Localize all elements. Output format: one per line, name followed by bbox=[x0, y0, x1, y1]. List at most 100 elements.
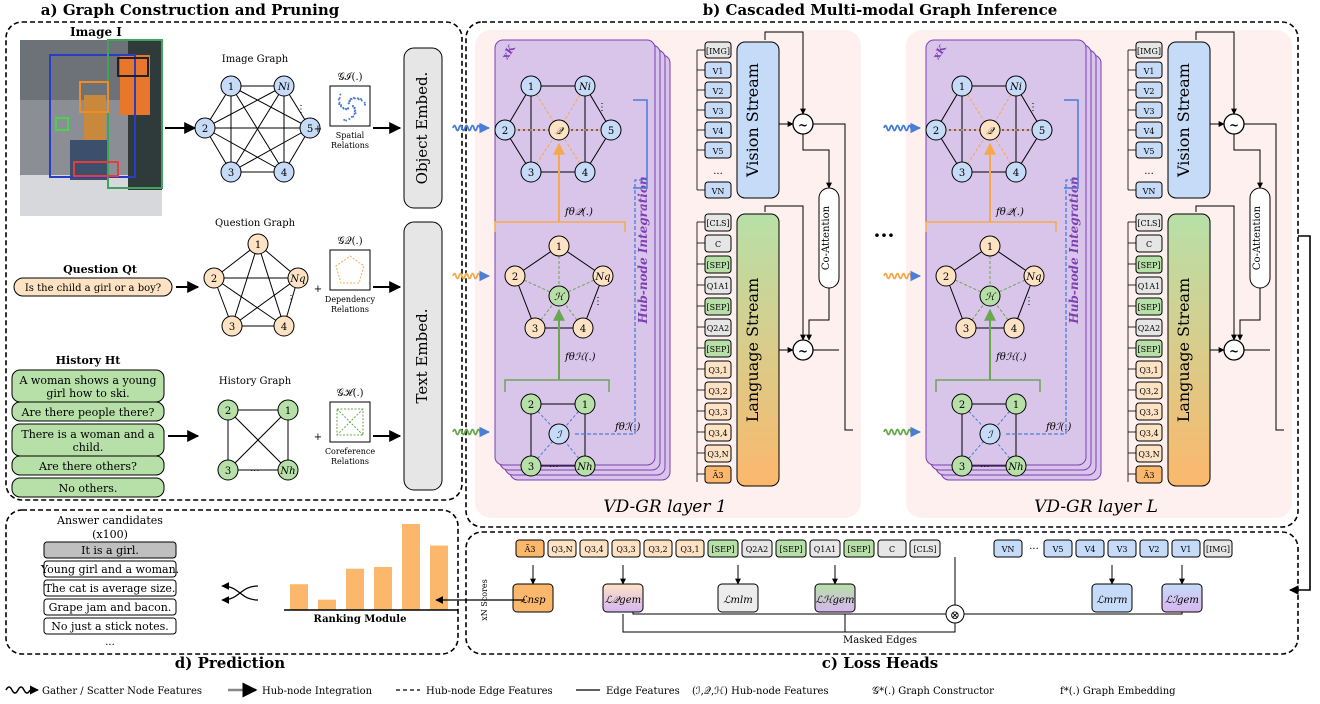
masked-edge-line bbox=[844, 614, 955, 633]
layer-L-coattention-label: Co-Attention bbox=[1252, 205, 1263, 270]
loss-token-box bbox=[775, 539, 807, 558]
loss-token-box bbox=[809, 539, 841, 558]
coattn-arrow bbox=[1233, 134, 1263, 189]
spatial-dot bbox=[353, 97, 356, 100]
answer-text: Grape jam and bacon. bbox=[49, 601, 172, 614]
history-item-box bbox=[11, 455, 165, 476]
layer-1-img-node-1-circle bbox=[574, 75, 596, 97]
loss-token-box bbox=[515, 539, 545, 558]
history-item-text: A woman shows a young bbox=[18, 374, 156, 387]
layer-1-language-token: Q3,2 bbox=[708, 387, 727, 396]
layer-L-h-dots: ··· bbox=[980, 462, 990, 473]
layer-L-language-token-box bbox=[1135, 255, 1163, 274]
layer-L-q-node-3-circle bbox=[955, 317, 977, 339]
layer-1-f-q: fθ𝒬(.) bbox=[564, 207, 593, 218]
layer-L-q-dots: ⋮ bbox=[1024, 296, 1034, 307]
layer-L-vision-stream-label: Vision Stream bbox=[1174, 63, 1193, 178]
layer-L-language-token-box bbox=[1135, 318, 1163, 337]
ranking-bar bbox=[374, 567, 392, 610]
layer-1-h-dots: ··· bbox=[549, 462, 559, 473]
answer-box bbox=[43, 598, 177, 616]
layer-1-vision-token-dots: ... bbox=[713, 166, 723, 177]
layer-L-language-token: [SEP] bbox=[1138, 261, 1161, 270]
layer-L-language-token-box bbox=[1135, 381, 1163, 400]
edge-line bbox=[204, 85, 285, 129]
layer-1-language-token: Q3,4 bbox=[708, 429, 727, 438]
history-node-1-label: 1 bbox=[285, 406, 291, 417]
layer-1-h-node-2-circle bbox=[520, 455, 542, 477]
layer-L-f-q: fθ𝒬(.) bbox=[995, 207, 1024, 218]
loss-vision-token-box bbox=[1075, 539, 1105, 558]
spatial-dot bbox=[347, 102, 350, 105]
spatial-dot bbox=[339, 93, 342, 96]
layer-1-language-token: Q3,N bbox=[707, 450, 728, 459]
layer-L-language-token: C bbox=[1146, 240, 1152, 249]
layer-L-img-node-2-circle bbox=[925, 119, 947, 141]
answers-more: ··· bbox=[105, 640, 115, 651]
loss-vision-token-box bbox=[1043, 539, 1073, 558]
ranking-bar bbox=[318, 599, 336, 610]
image-node-4-label: 3 bbox=[228, 168, 234, 179]
layer-L-language-token: Q3,2 bbox=[1139, 387, 1158, 396]
layer-L-q-bracket bbox=[925, 221, 1057, 232]
layer-1-h-node-3-circle bbox=[574, 455, 596, 477]
spatial-dot bbox=[337, 98, 340, 101]
image-node-3-label: 5 bbox=[307, 124, 313, 135]
history-label: History Ht bbox=[56, 354, 122, 367]
layer-1-q-bracket bbox=[494, 221, 626, 232]
masked-edge-line bbox=[622, 614, 956, 633]
spatial-dot bbox=[363, 101, 366, 104]
object-embed-box bbox=[403, 47, 443, 209]
panel-c-frame bbox=[465, 531, 1299, 655]
loss-token-box bbox=[843, 539, 875, 558]
loss-token: [SEP] bbox=[712, 545, 735, 554]
layer-1-language-token: Q1A1 bbox=[707, 282, 730, 291]
layer-1-language-token-box bbox=[704, 423, 732, 442]
loss-vision-dots: ··· bbox=[1029, 544, 1039, 555]
image-node-2-circle bbox=[194, 117, 216, 139]
history-node-2-circle bbox=[217, 459, 239, 481]
layer-1-h-node-2-label: 3 bbox=[528, 462, 534, 473]
layer-1-h-node-1-label: 1 bbox=[582, 400, 588, 411]
layer-L-language-token-box bbox=[1135, 339, 1163, 358]
loss-vision-token: V1 bbox=[1180, 545, 1192, 554]
residual-arrow bbox=[764, 205, 806, 341]
loss-mrm: ℒmrm bbox=[1097, 595, 1128, 606]
layer-L-language-token: [CLS] bbox=[1137, 219, 1160, 228]
dependency-label-2: Relations bbox=[331, 305, 369, 314]
layer-L-h-node-2-label: 3 bbox=[959, 462, 965, 473]
ranking-label: Ranking Module bbox=[314, 614, 407, 625]
layer-1-language-token-box bbox=[704, 339, 732, 358]
spatial-dot bbox=[350, 115, 353, 118]
question-graph-dots: ⋮ bbox=[286, 294, 296, 305]
spatial-dot bbox=[349, 100, 352, 103]
layer-L-language-token-box bbox=[1135, 402, 1163, 421]
text-embed-label: Text Embed. bbox=[413, 309, 431, 404]
spatial-dot bbox=[343, 118, 346, 121]
layer-L-img-node-5-label: 4 bbox=[1013, 168, 1019, 179]
spatial-dot bbox=[344, 107, 347, 110]
loss-token: C bbox=[889, 545, 895, 554]
image-node-1-circle bbox=[273, 75, 295, 97]
history-item-text: Are there people there? bbox=[21, 406, 155, 419]
image-label: Image I bbox=[70, 25, 122, 39]
layer-1-vision-token: V1 bbox=[712, 67, 724, 76]
layer-1-img-node-2-label: 2 bbox=[502, 126, 508, 137]
edge-line bbox=[231, 277, 299, 327]
layer-L-language-token: Q2A2 bbox=[1138, 324, 1161, 333]
legend-wave-icon bbox=[5, 686, 31, 694]
output-line bbox=[813, 123, 853, 431]
layer-1-q-node-2-circle bbox=[592, 265, 614, 287]
answer-title-1: Answer candidates bbox=[56, 514, 163, 527]
layer-1-img-node-4-label: 3 bbox=[528, 168, 534, 179]
answer-box bbox=[43, 560, 177, 578]
layer-L-language-token: Q1A1 bbox=[1138, 282, 1161, 291]
layer-1-language-token-box bbox=[704, 465, 732, 484]
legend-hub-int: Hub-node Integration bbox=[262, 686, 373, 697]
layer-1-vision-token: V5 bbox=[712, 147, 724, 156]
history-graph-dots: ··· bbox=[250, 466, 260, 477]
edge-line bbox=[257, 243, 285, 327]
layer-1-h-node-1-circle bbox=[574, 393, 596, 415]
history-item-text: No others. bbox=[59, 482, 118, 495]
